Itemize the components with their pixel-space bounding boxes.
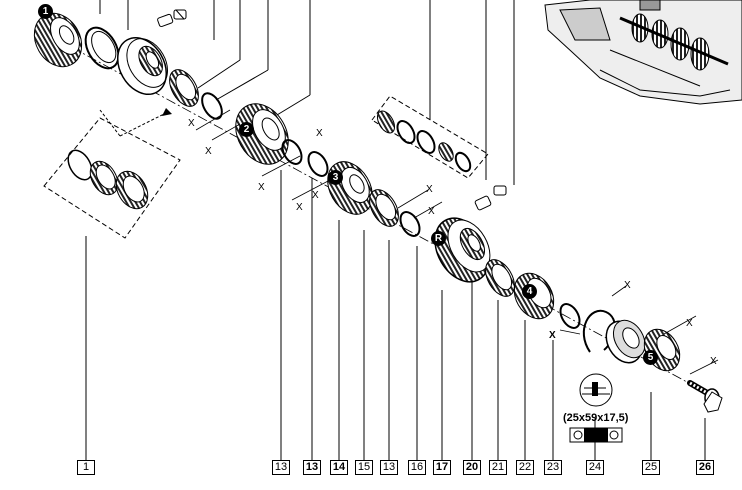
dimension-x-mark: X: [426, 184, 433, 195]
dimension-x-mark: X: [296, 202, 303, 213]
retaining-bolt: [687, 380, 723, 413]
snap-ring-1: [201, 92, 223, 120]
shim-2b: [307, 151, 329, 177]
gear-marker: 2: [239, 122, 254, 137]
reference-number-box: 24: [586, 460, 604, 475]
reference-number-box: 13: [272, 460, 290, 475]
synchro-ring-3: [369, 189, 399, 227]
reference-number-box: 26: [696, 460, 714, 475]
ball-bearing: [605, 319, 646, 364]
locking-keys-mid: [474, 185, 507, 211]
snap-ring-3: [399, 211, 421, 237]
reference-number-box: 16: [408, 460, 426, 475]
third-gear: [327, 161, 373, 215]
dimension-x-mark: X: [624, 280, 631, 291]
synchro-ring-2: [169, 69, 199, 107]
reference-number-box: 17: [433, 460, 451, 475]
reference-number-box: 23: [544, 460, 562, 475]
dimension-x-mark: X: [316, 128, 323, 139]
dimension-lines: [195, 109, 719, 375]
dimension-x-mark: X: [258, 182, 265, 193]
circlip-detail: [579, 373, 613, 407]
gear-marker: 3: [328, 170, 343, 185]
gear-marker: 1: [38, 4, 53, 19]
top-leader-lines: [99, 0, 515, 185]
dimension-x-mark: X: [312, 190, 319, 201]
reference-number-box: 1: [77, 460, 95, 475]
dimension-x-mark: X: [549, 330, 556, 341]
reverse-gear-hub: [434, 217, 491, 283]
washer-4: [559, 303, 581, 329]
gearbox-housing-illustration: [540, 0, 742, 105]
reference-number-box: 20: [463, 460, 481, 475]
synchro-hub-1: [117, 37, 168, 95]
reference-number-box: 15: [355, 460, 373, 475]
second-gear: [235, 103, 289, 165]
ring-set-group: [371, 95, 489, 179]
shim-2a: [281, 139, 303, 165]
locking-keys-top: [157, 9, 187, 28]
reference-number-box: 13: [303, 460, 321, 475]
dimension-x-mark: X: [710, 356, 717, 367]
bearing-section-detail: [569, 427, 623, 443]
gear-marker: 4: [522, 284, 537, 299]
reference-number-box: 14: [330, 460, 348, 475]
dimension-x-mark: X: [188, 118, 195, 129]
synchro-ring-4: [485, 259, 515, 297]
fifth-gear: [643, 328, 681, 372]
synchro-subassembly-group: [43, 108, 181, 239]
first-gear: [33, 12, 83, 68]
dimension-x-mark: X: [205, 146, 212, 157]
reference-number-box: 22: [516, 460, 534, 475]
gear-marker: R: [431, 231, 446, 246]
dimension-x-mark: X: [686, 318, 693, 329]
reference-number-box: 21: [489, 460, 507, 475]
reference-number-box: 13: [380, 460, 398, 475]
reference-number-box: 25: [642, 460, 660, 475]
bearing-size-label: (25x59x17,5): [563, 412, 629, 424]
gear-marker: 5: [643, 350, 658, 365]
synchro-ring-1: [84, 26, 120, 70]
dimension-x-mark: X: [428, 206, 435, 217]
